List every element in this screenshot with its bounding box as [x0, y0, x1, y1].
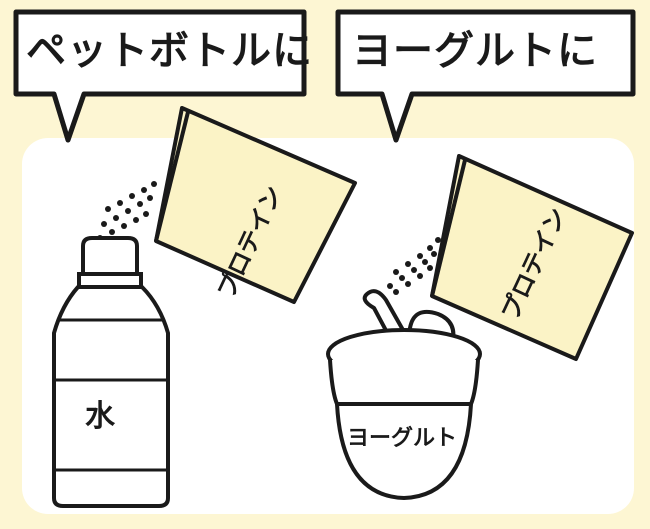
water-label: 水 [85, 399, 115, 434]
powder-dots-right [381, 237, 441, 303]
protein-pack-left [154, 106, 357, 304]
left-bubble-text: ペットボトルに [26, 28, 313, 74]
powder-dots-left [97, 181, 157, 241]
right-speech-bubble [335, 9, 636, 143]
water-bottle [52, 236, 170, 508]
yogurt-label: ヨーグルト [347, 426, 458, 451]
left-speech-bubble [13, 9, 307, 143]
protein-pack-right [430, 154, 634, 361]
yogurt-cup [326, 328, 482, 500]
right-bubble-text: ヨーグルトに [352, 28, 598, 74]
